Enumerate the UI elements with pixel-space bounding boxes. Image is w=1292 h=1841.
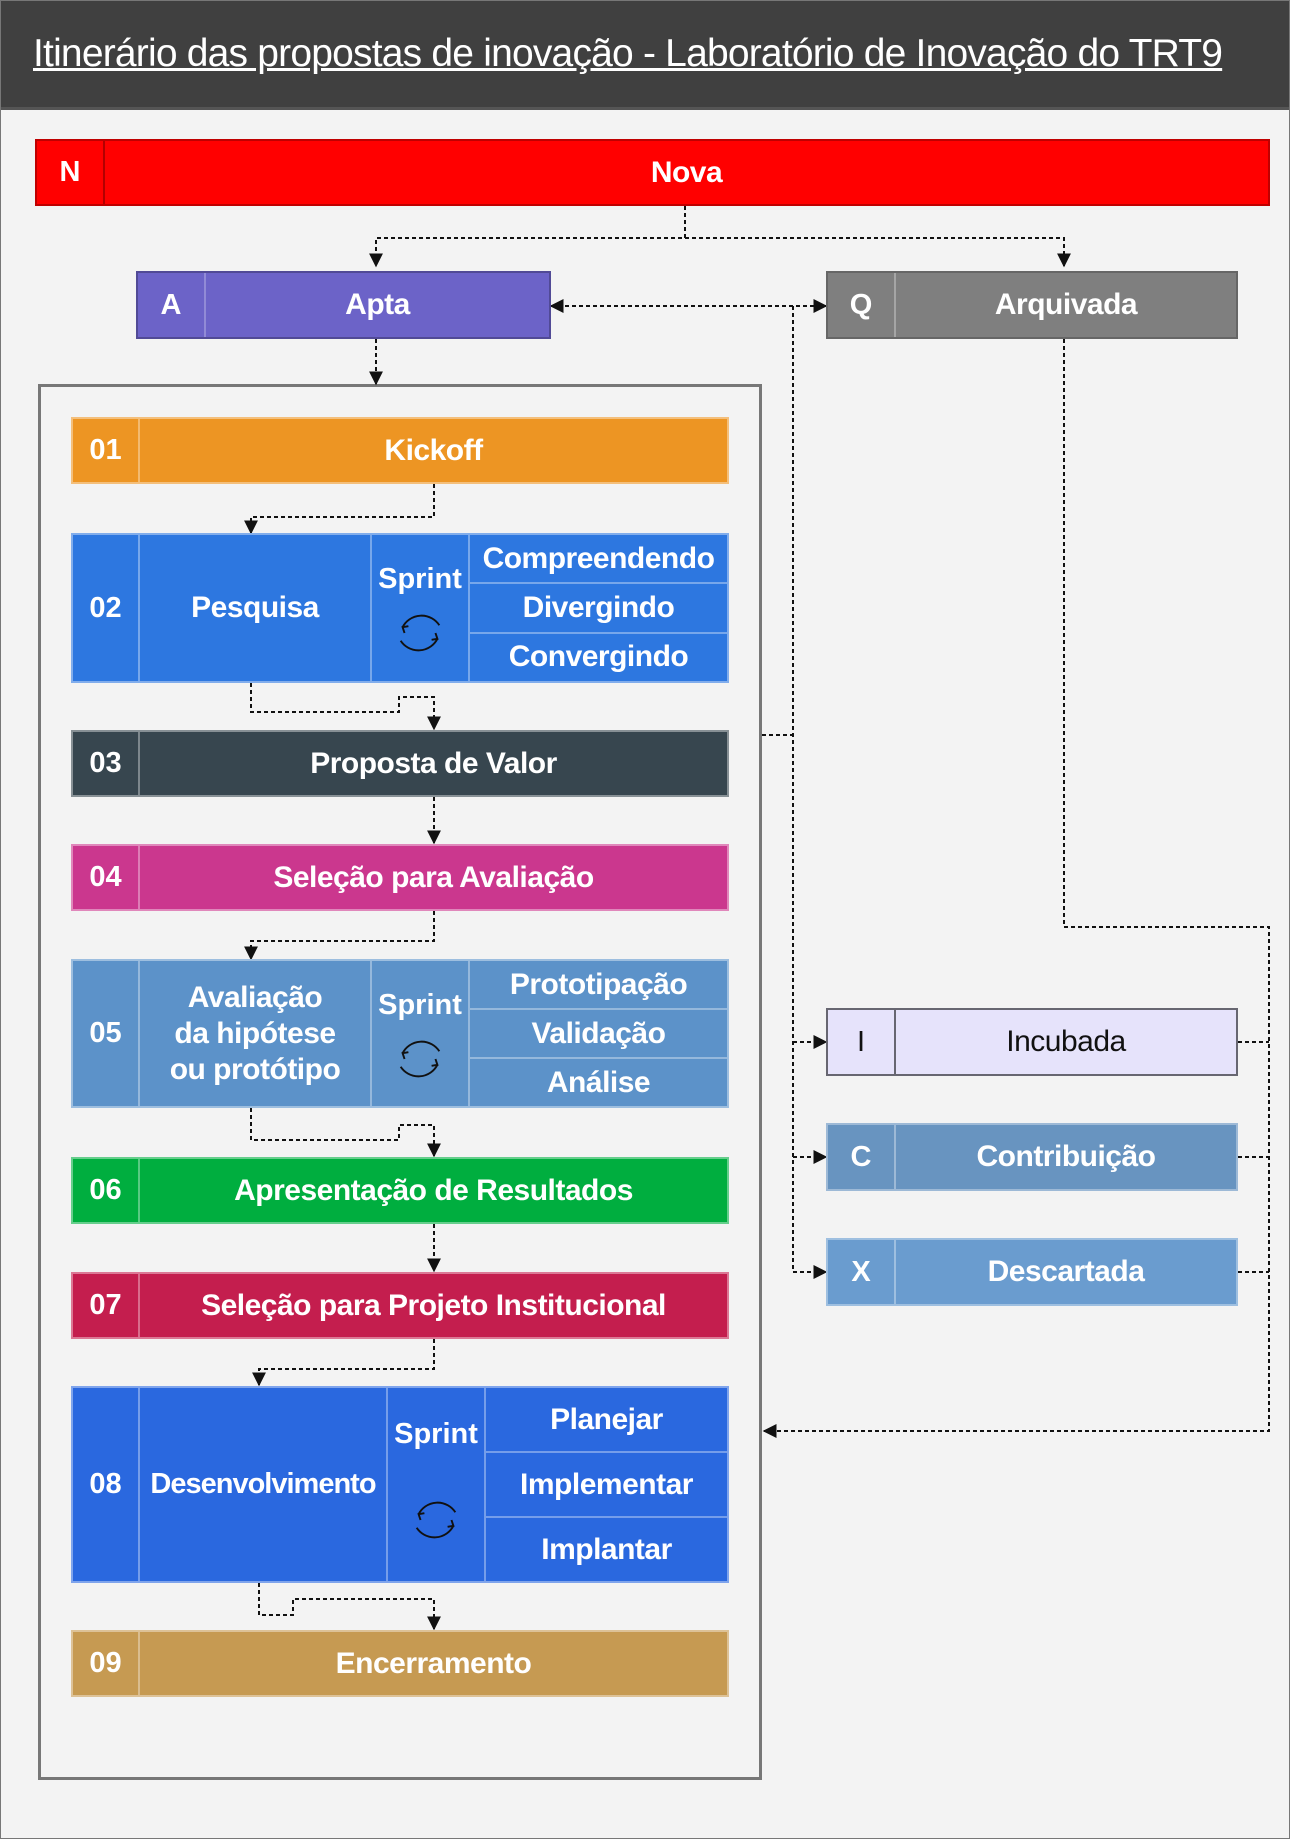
stage-pesquisa: 02 Pesquisa Sprint Compreendendo Divergi… — [71, 533, 729, 683]
sprint-label: Sprint — [394, 1418, 478, 1450]
stage-label: Seleção para Avaliação — [273, 860, 594, 894]
sprint-block: Sprint — [370, 961, 470, 1106]
sprint-cycle-icon — [399, 1040, 441, 1078]
status-label: Descartada — [987, 1255, 1145, 1288]
stage-apresentacao-de-resultados: 06 Apresentação de Resultados — [71, 1157, 729, 1224]
substep: Divergindo — [470, 582, 727, 631]
stage-label-line: ou protótipo — [169, 1052, 341, 1086]
arrow-07-to-08 — [252, 1339, 435, 1387]
stage-code: 02 — [73, 535, 140, 681]
arrow-02-to-03 — [250, 683, 441, 731]
substep: Implantar — [486, 1516, 727, 1581]
arrow-08-to-09 — [258, 1583, 441, 1631]
stage-kickoff: 01 Kickoff — [71, 417, 729, 484]
sprint-block: Sprint — [370, 535, 470, 681]
stage-label-line: Avaliação — [187, 980, 323, 1014]
status-label: Incubada — [1006, 1025, 1126, 1058]
stage-label: Proposta de Valor — [310, 746, 557, 780]
substeps: Compreendendo Divergindo Convergindo — [470, 535, 727, 681]
sprint-cycle-icon — [399, 614, 441, 652]
arrow-05-to-06 — [250, 1108, 441, 1158]
status-code: N — [37, 141, 105, 204]
substep: Validação — [470, 1008, 727, 1057]
stage-desenvolvimento: 08 Desenvolvimento Sprint Planejar Imple… — [71, 1386, 729, 1583]
substep: Planejar — [550, 1402, 663, 1436]
substep: Convergindo — [470, 631, 727, 681]
arrow-nova-to-arquivada — [685, 237, 1071, 268]
stage-code: 04 — [73, 846, 140, 909]
stage-encerramento: 09 Encerramento — [71, 1630, 729, 1697]
status-contribuicao: C Contribuição — [826, 1123, 1238, 1191]
substep: Implementar — [486, 1451, 727, 1516]
diagram-title: Itinerário das propostas de inovação - L… — [33, 32, 1223, 75]
stage-code: 08 — [73, 1388, 140, 1581]
status-nova: N Nova — [35, 139, 1270, 206]
arrow-nova-to-apta — [369, 206, 686, 268]
stage-proposta-de-valor: 03 Proposta de Valor — [71, 730, 729, 797]
stage-avaliacao-hipotese: 05 Avaliação da hipótese ou protótipo Sp… — [71, 959, 729, 1108]
stage-label: Encerramento — [335, 1646, 532, 1680]
status-apta: A Apta — [136, 271, 551, 339]
stage-label-line: da hipótese — [174, 1016, 336, 1050]
stage-code: 01 — [73, 419, 140, 482]
stage-code: 07 — [73, 1274, 140, 1337]
arrow-01-to-02 — [244, 484, 435, 535]
status-incubada: I Incubada — [826, 1008, 1238, 1076]
stage-label: Desenvolvimento — [150, 1468, 376, 1501]
sprint-block: Sprint — [386, 1388, 486, 1581]
sprint-cycle-icon — [415, 1501, 457, 1539]
substeps: Prototipação Validação Análise — [470, 961, 727, 1106]
status-label: Arquivada — [994, 288, 1138, 321]
status-label: Apta — [345, 288, 410, 321]
status-label: Contribuição — [976, 1140, 1157, 1173]
stage-label: Apresentação de Resultados — [234, 1173, 633, 1207]
arrow-04-to-05 — [244, 911, 435, 961]
substep: Compreendendo — [482, 541, 715, 575]
arrow-arquivada-return — [762, 339, 1270, 1438]
stage-selecao-para-avaliacao: 04 Seleção para Avaliação — [71, 844, 729, 911]
status-arquivada: Q Arquivada — [826, 271, 1238, 339]
sprint-label: Sprint — [378, 989, 462, 1021]
sprint-label: Sprint — [378, 563, 462, 595]
status-descartada: X Descartada — [826, 1238, 1238, 1306]
status-code: C — [828, 1125, 896, 1189]
stage-code: 05 — [73, 961, 140, 1106]
stage-code: 06 — [73, 1159, 140, 1222]
status-code: X — [828, 1240, 896, 1304]
substep: Prototipação — [509, 967, 688, 1001]
stage-label: Avaliação da hipótese ou protótipo — [140, 961, 370, 1106]
status-code: I — [828, 1010, 896, 1074]
substeps: Planejar Implementar Implantar — [486, 1388, 727, 1581]
status-code: Q — [828, 273, 896, 337]
stage-code: 03 — [73, 732, 140, 795]
header-bar: Itinerário das propostas de inovação - L… — [1, 1, 1289, 110]
stage-selecao-projeto-institucional: 07 Seleção para Projeto Institucional — [71, 1272, 729, 1339]
stage-label: Pesquisa — [191, 591, 319, 624]
stage-label: Seleção para Projeto Institucional — [201, 1288, 666, 1322]
stage-code: 09 — [73, 1632, 140, 1695]
status-code: A — [138, 273, 206, 337]
stages-container — [38, 384, 762, 1780]
stage-label: Kickoff — [384, 433, 483, 467]
status-label: Nova — [650, 155, 723, 189]
substep: Análise — [470, 1057, 727, 1106]
